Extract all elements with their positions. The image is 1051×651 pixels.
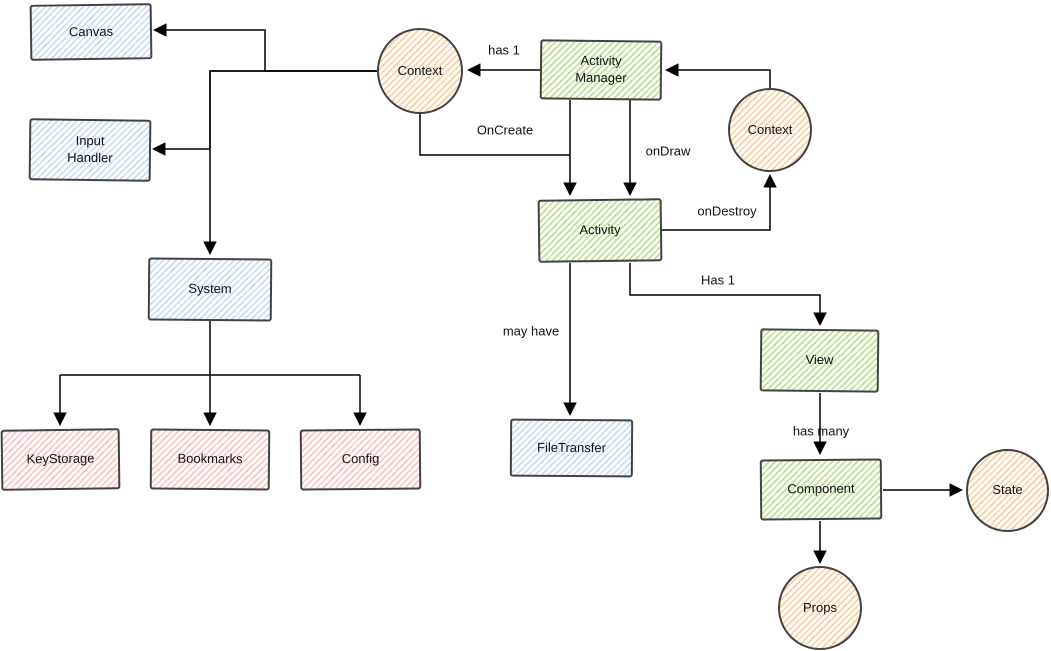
edge-context-oncreate-segment [419,114,570,156]
node-config-label: Config [341,450,380,467]
edge-label-ondraw: onDraw [645,143,691,159]
edge-label-has-many: has many [792,423,850,439]
node-keystorage: KeyStorage [0,428,121,491]
node-filetransfer-label: FileTransfer [537,439,606,455]
node-activity-manager-label: Activity Manager [575,52,627,86]
edge-contextright-to-activitymanager [664,63,771,89]
edge-label-has-1: has 1 [488,42,520,58]
node-context-right-label: Context [747,121,793,137]
node-keystorage-label: KeyStorage [26,450,95,467]
edge-label-ondestroy: onDestroy [697,203,757,219]
node-context-left-label: Context [397,62,443,78]
node-state-label: State [992,482,1023,498]
node-config: Config [299,428,422,491]
node-view: View [759,328,880,393]
node-component-label: Component [787,480,855,497]
edge-activity-to-contextright-ondestroy [662,173,777,231]
node-state: State [966,449,1049,532]
node-context-right: Context [728,88,812,172]
node-view-label: View [805,351,834,368]
edge-label-has-1-view: Has 1 [701,272,735,288]
edge-context-to-canvas [152,23,378,72]
node-context-left: Context [377,28,463,114]
edge-label-may-have: may have [502,323,560,339]
edge-activity-to-view [629,263,827,327]
node-activity: Activity [537,198,663,263]
node-bookmarks: Bookmarks [149,428,271,491]
edge-label-oncreate: OnCreate [476,122,534,138]
node-filetransfer: FileTransfer [509,418,634,478]
node-system: System [147,257,273,322]
node-input-handler-label: Input Handler [67,132,113,166]
node-system-label: System [188,280,232,297]
edge-context-to-inputhandler [151,70,378,156]
node-activity-label: Activity [579,221,621,238]
node-props: Props [778,566,862,650]
node-props-label: Props [803,599,837,615]
node-bookmarks-label: Bookmarks [177,450,243,467]
node-canvas-label: Canvas [68,23,114,39]
node-component: Component [759,458,883,521]
node-activity-manager: Activity Manager [539,39,663,101]
node-input-handler: Input Handler [28,118,152,182]
node-canvas: Canvas [29,3,153,61]
edge-context-to-system [203,70,378,256]
